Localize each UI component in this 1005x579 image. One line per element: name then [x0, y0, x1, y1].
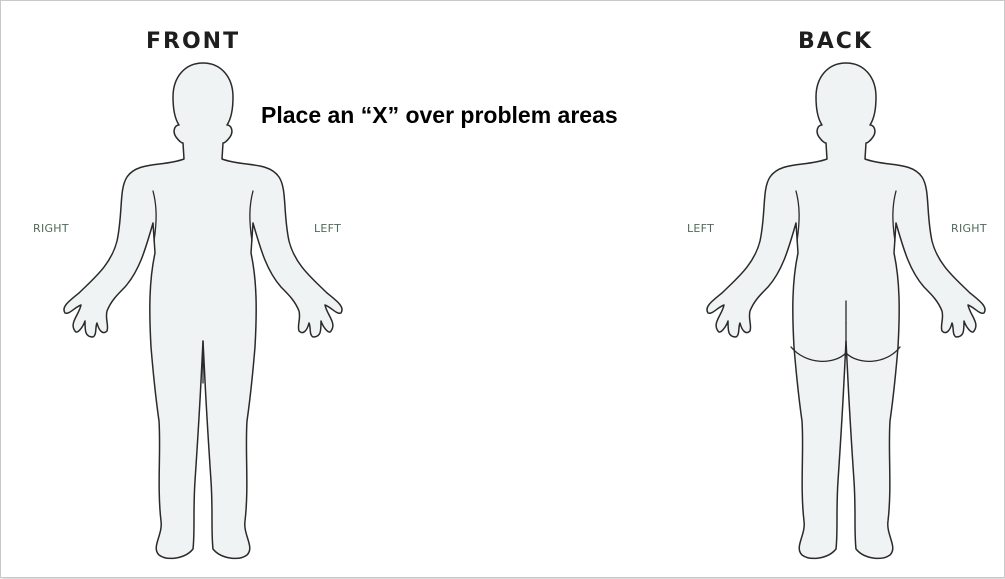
front-left-side-label: LEFT: [314, 222, 342, 235]
instruction-text: Place an “X” over problem areas: [261, 102, 618, 128]
back-view-title: BACK: [798, 29, 873, 54]
front-view-title: FRONT: [146, 29, 241, 54]
front-body-figure[interactable]: [53, 1, 353, 579]
back-right-side-label: RIGHT: [951, 222, 987, 235]
back-torso-line-left: [795, 190, 800, 242]
back-torso-line-right: [892, 190, 897, 242]
front-torso-line-left: [249, 190, 254, 242]
front-torso-line-right: [152, 190, 157, 242]
back-body-figure[interactable]: [696, 1, 996, 579]
front-right-side-label: RIGHT: [33, 222, 69, 235]
back-left-side-label: LEFT: [687, 222, 715, 235]
front-body-outline: [63, 62, 343, 560]
